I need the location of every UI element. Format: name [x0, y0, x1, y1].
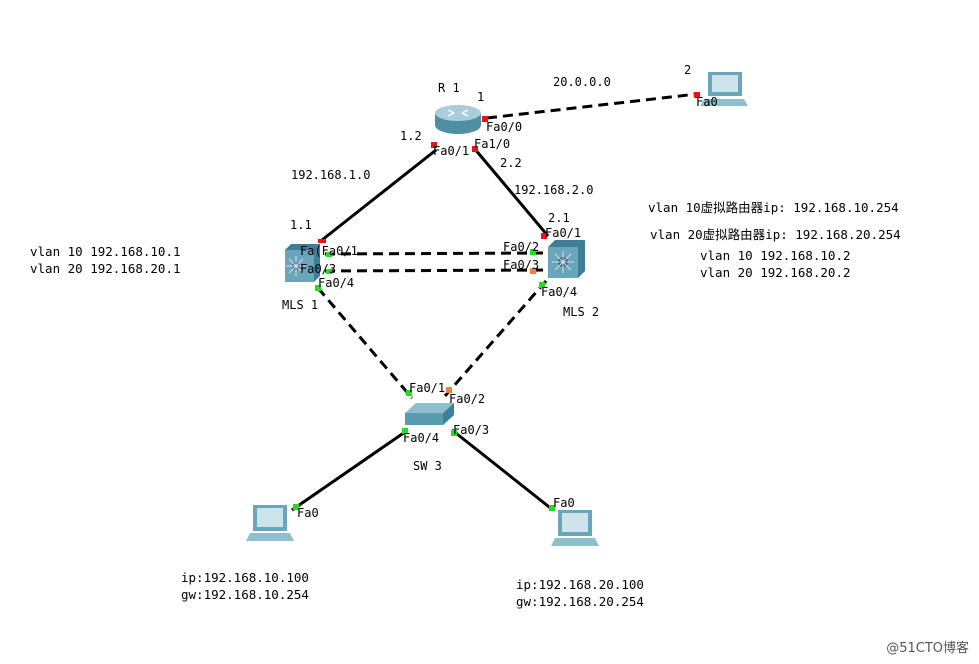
link-r1-mls2[interactable] — [472, 147, 550, 237]
mls1-port-fa0-1: Fa(Fa0/1 — [300, 244, 358, 258]
sw3-port-fa0-2: Fa0/2 — [449, 392, 486, 406]
switch-icon[interactable] — [405, 403, 454, 425]
mls2-name: MLS 2 — [563, 305, 600, 319]
link-sw3-pc-left[interactable] — [291, 430, 406, 512]
pc-right-ip: ip:192.168.20.100 — [516, 577, 644, 592]
remote-pc-icon[interactable] — [700, 72, 748, 106]
network-label-192-168-2: 192.168.2.0 — [514, 183, 594, 197]
pc-left-ip: ip:192.168.10.100 — [181, 570, 309, 585]
pc-left-gw: gw:192.168.10.254 — [181, 587, 309, 602]
r1-port-fa0-0: Fa0/0 — [486, 120, 523, 134]
link-sw3-pc-right[interactable] — [451, 428, 554, 512]
network-label-192-168-1: 192.168.1.0 — [291, 168, 371, 182]
pc-left-port: Fa0 — [297, 506, 319, 520]
mls2-port-fa0-2: Fa0/2 — [503, 240, 540, 254]
r1-fa0-1-ip: 1.2 — [400, 129, 422, 143]
mls2-port-fa0-1: Fa0/1 — [545, 226, 582, 240]
mls2-vlan20-note: vlan 20 192.168.20.2 — [700, 265, 851, 280]
sw3-port-fa0-3: Fa0/3 — [453, 423, 490, 437]
link-mls2-sw3[interactable] — [443, 280, 548, 397]
r1-fa1-0-ip: 2.2 — [500, 156, 522, 170]
pc-right-icon[interactable] — [551, 510, 599, 546]
pc-right-gw: gw:192.168.20.254 — [516, 594, 644, 609]
sw3-port-fa0-1: Fa0/1 — [409, 381, 446, 395]
link-r1-remote-pc[interactable] — [486, 92, 698, 120]
r1-name: R 1 — [438, 81, 460, 95]
pc-left-icon[interactable] — [246, 505, 294, 541]
multilayer-switch-icon[interactable] — [285, 244, 320, 282]
pc-right-port: Fa0 — [553, 496, 575, 510]
link-mls1-sw3[interactable] — [316, 287, 414, 399]
link-mls1-mls2-a[interactable] — [324, 251, 549, 256]
r1-ip-suffix: 1 — [477, 90, 485, 104]
router-icon[interactable] — [435, 105, 481, 134]
remote-pc-ip-suffix: 2 — [684, 63, 692, 77]
mls2-port-fa0-4: Fa0/4 — [541, 285, 578, 299]
r1-port-fa0-1: Fa0/1 — [433, 144, 470, 158]
mls1-name: MLS 1 — [282, 298, 319, 312]
mls1-vlan20-note: vlan 20 192.168.20.1 — [30, 261, 181, 276]
sw3-port-fa0-4: Fa0/4 — [403, 431, 440, 445]
mls1-ip-suffix: 1.1 — [290, 218, 312, 232]
vlan20-virtual-ip-note: vlan 20虚拟路由器ip: 192.168.20.254 — [650, 227, 901, 242]
mls2-port-fa0-3: Fa0/3 — [503, 258, 540, 272]
link-r1-mls1[interactable] — [321, 148, 437, 242]
remote-pc-port: Fa0 — [696, 95, 718, 109]
mls2-vlan10-note: vlan 10 192.168.10.2 — [700, 248, 851, 263]
sw3-name: SW 3 — [413, 459, 442, 473]
mls1-port-fa0-4: Fa0/4 — [318, 276, 355, 290]
r1-port-fa1-0: Fa1/0 — [474, 137, 511, 151]
link-mls1-mls2-b[interactable] — [324, 268, 549, 273]
mls1-vlan10-note: vlan 10 192.168.10.1 — [30, 244, 181, 259]
multilayer-switch-icon[interactable] — [548, 240, 585, 278]
mls1-port-fa0-3: Fa0/3 — [300, 262, 337, 276]
watermark: @51CTO博客 — [886, 641, 969, 656]
mls2-ip-suffix: 2.1 — [548, 211, 570, 225]
port-markers — [293, 92, 700, 511]
network-label-20: 20.0.0.0 — [553, 75, 611, 89]
vlan10-virtual-ip-note: vlan 10虚拟路由器ip: 192.168.10.254 — [648, 200, 899, 215]
